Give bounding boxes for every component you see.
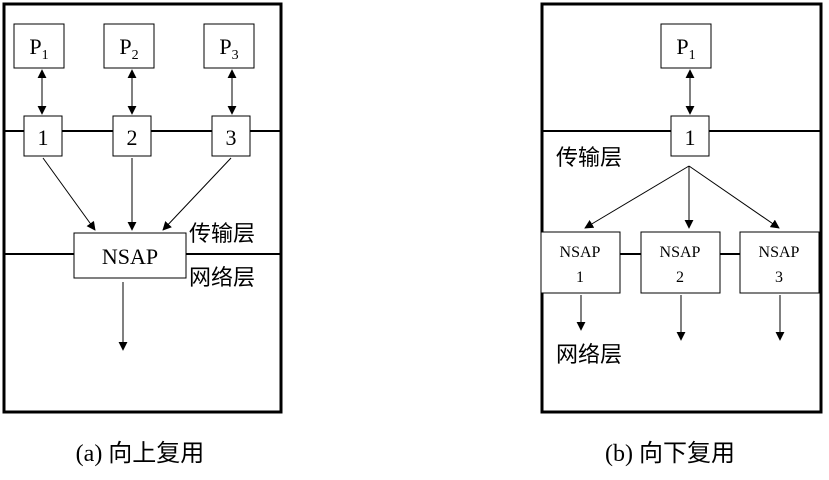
process-label-p2: P2: [119, 34, 138, 63]
downward-multiplexing-panel: P1 1 传输层 NSAP 1 NSAP 2 NSA: [540, 2, 823, 414]
port-box-3: 3: [211, 115, 251, 157]
arrow-port3-to-nsap: [162, 157, 232, 231]
port-label-1: 1: [38, 125, 49, 150]
caption-upward-multiplexing: (a) 向上复用: [75, 441, 205, 467]
process-box-p1-right: P1: [660, 23, 712, 69]
port-label-3: 3: [226, 125, 237, 150]
process-box-p3: P3: [203, 23, 255, 69]
transport-layer-label: 传输层: [189, 222, 255, 247]
nsap-3-name: NSAP: [759, 244, 800, 261]
arrow-port-to-nsap1: [584, 165, 690, 229]
network-layer-label-right: 网络层: [556, 343, 622, 368]
process-box-p2: P2: [103, 23, 155, 69]
caption-downward-multiplexing: (b) 向下复用: [605, 441, 735, 467]
left-frame: [2, 2, 283, 414]
nsap-2-name: NSAP: [660, 244, 701, 261]
nsap-1-name: NSAP: [560, 244, 601, 261]
nsap-box-1: NSAP 1: [540, 231, 621, 294]
nsap-box-3: NSAP 3: [739, 231, 820, 294]
arrow-port-to-nsap3: [688, 165, 780, 229]
nsap-3-number: 3: [775, 269, 783, 286]
nsap-box-2: NSAP 2: [640, 231, 721, 294]
process-label-p3: P3: [219, 34, 238, 63]
right-frame: [540, 2, 823, 414]
port-label-2: 2: [127, 125, 138, 150]
port-box-1: 1: [23, 115, 63, 157]
nsap-label: NSAP: [102, 244, 158, 269]
nsap-1-number: 1: [576, 269, 584, 286]
nsap-2-number: 2: [676, 269, 684, 286]
process-label-p1-right: P1: [676, 34, 695, 63]
port-box-2: 2: [112, 115, 152, 157]
transport-layer-label-right: 传输层: [556, 146, 622, 171]
port-label-right: 1: [685, 125, 696, 150]
port-box-right: 1: [670, 115, 710, 157]
network-layer-label: 网络层: [189, 266, 255, 291]
process-label-p1: P1: [29, 34, 48, 63]
nsap-box: NSAP: [73, 232, 187, 279]
arrow-port1-to-nsap: [42, 157, 96, 231]
process-box-p1: P1: [13, 23, 65, 69]
upward-multiplexing-panel: P1 P2 P3 1 2 3: [2, 2, 283, 414]
